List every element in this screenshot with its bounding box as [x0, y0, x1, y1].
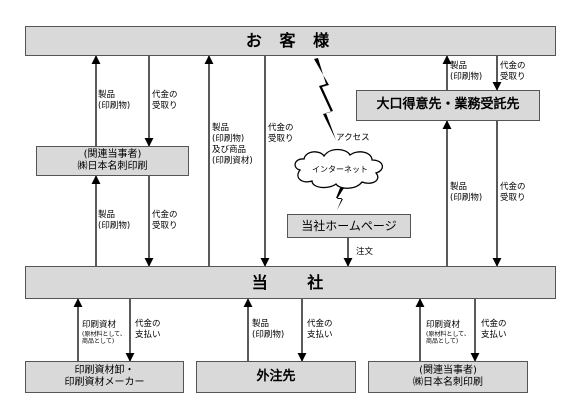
customer-label: お 客 様	[245, 31, 336, 50]
homepage-box: 当社ホームページ	[287, 214, 411, 238]
supplier-label-line1: 印刷資材卸・	[74, 364, 135, 376]
label-print-materials: 印刷資材 (原材料として、 商品として)	[82, 320, 126, 346]
supplier-label-line2: 印刷資材メーカー	[64, 377, 145, 388]
related-party-bottom-label: (関連当事者)	[419, 364, 477, 376]
company-box: 当 社	[25, 266, 556, 299]
major-client-label: 大口得意先・業務受託先	[376, 97, 520, 113]
company-label: 当 社	[251, 272, 330, 292]
label-products: 製品(印刷物)	[252, 319, 285, 341]
label-payment-received: 代金の受取り	[268, 123, 294, 145]
label-payment-received: 代金の受取り	[152, 210, 178, 232]
internet-cloud-icon	[294, 148, 383, 189]
supplier-box: 印刷資材卸・ 印刷資材メーカー	[25, 361, 184, 393]
label-payment-paid: 代金の支払い	[481, 319, 507, 341]
label-payment-paid: 代金の支払い	[135, 319, 161, 341]
related-party-top-box: (関連当事者) ㈱日本名刺印刷	[36, 146, 189, 176]
outsource-box: 外注先	[196, 361, 356, 393]
related-party-bottom-box: (関連当事者) ㈱日本名刺印刷	[368, 361, 528, 393]
customer-box: お 客 様	[25, 26, 556, 56]
label-order: 注文	[356, 247, 374, 257]
label-products: 製品(印刷物)	[450, 61, 483, 83]
label-access: アクセス	[336, 133, 370, 143]
label-payment-paid: 代金の支払い	[307, 319, 333, 341]
label-print-materials: 印刷資材 (原材料として、 商品として)	[426, 320, 470, 346]
label-payment-received: 代金の受取り	[500, 182, 526, 204]
label-payment-received: 代金の受取り	[152, 90, 178, 112]
related-party-bottom-company: ㈱日本名刺印刷	[413, 377, 483, 388]
lightning-homepage-icon	[336, 188, 344, 210]
internet-label: インターネット	[312, 165, 368, 174]
related-party-label: (関連当事者)	[83, 148, 142, 160]
label-products: 製品(印刷物)	[98, 90, 131, 112]
related-party-company: ㈱日本名刺印刷	[77, 161, 148, 172]
major-client-box: 大口得意先・業務受託先	[356, 90, 540, 121]
lightning-access-icon	[314, 58, 336, 140]
label-products-and-goods: 製品(印刷物)及び商品(印刷資材)	[212, 123, 253, 167]
homepage-label: 当社ホームページ	[301, 218, 397, 233]
label-payment-received: 代金の受取り	[500, 61, 526, 83]
outsource-label: 外注先	[256, 368, 296, 384]
label-products: 製品(印刷物)	[450, 182, 483, 204]
label-products: 製品(印刷物)	[98, 210, 131, 232]
